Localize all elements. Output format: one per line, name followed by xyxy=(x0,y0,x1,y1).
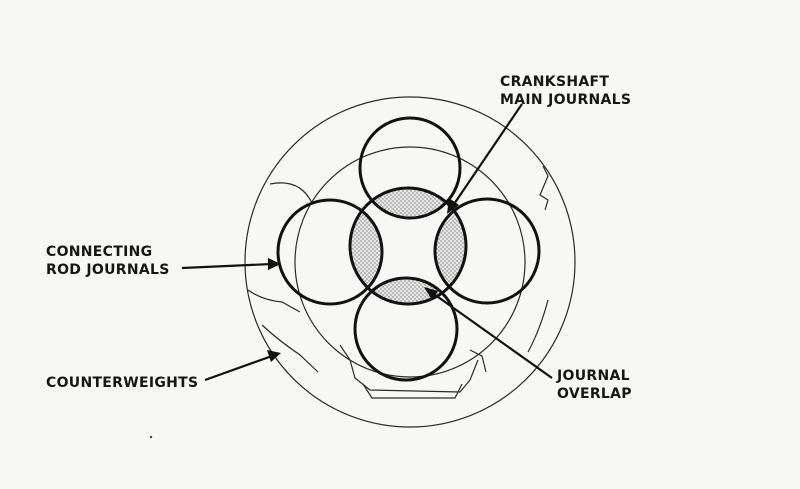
crankshaft-label-line1: CRANKSHAFT xyxy=(500,74,609,90)
counterweights-arrow xyxy=(204,350,281,382)
main-journal-center xyxy=(348,186,468,306)
shaft-inner-outline xyxy=(294,146,526,378)
connecting-rod-label-line2: ROD JOURNALS xyxy=(46,262,170,278)
rod-journal-top xyxy=(358,116,462,220)
counterweight-outline xyxy=(244,96,576,428)
scan-speck xyxy=(149,435,153,439)
journal-overlap-label-line2: OVERLAP xyxy=(557,386,632,402)
counterweights-label: COUNTERWEIGHTS xyxy=(46,375,198,391)
rod-journal-bottom xyxy=(353,276,459,382)
rod-journal-right xyxy=(433,197,541,305)
crankshaft-label-line2: MAIN JOURNALS xyxy=(500,92,631,108)
counterweight-details xyxy=(247,165,549,399)
connecting-rod-label-line1: CONNECTING xyxy=(46,244,152,260)
rod-journal-left xyxy=(276,198,384,306)
crankshaft-arrow xyxy=(447,103,523,214)
connecting-rod-arrow xyxy=(181,258,281,270)
journal-overlap-arrow xyxy=(424,287,553,379)
journal-overlap-label-line1: JOURNAL xyxy=(556,368,630,384)
